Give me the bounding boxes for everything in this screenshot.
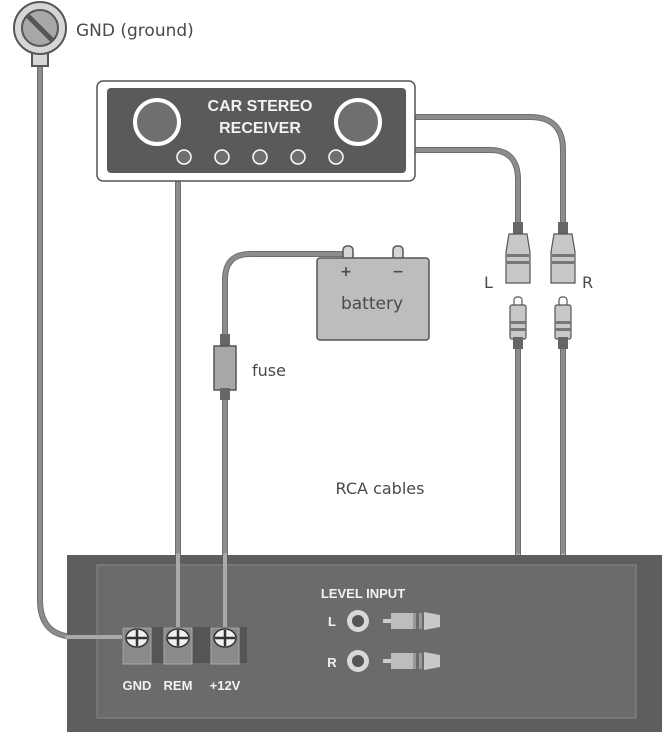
receiver-title-line1: CAR STEREO	[208, 98, 313, 115]
power-wire	[222, 251, 348, 633]
battery-positive-sign: +	[340, 264, 352, 280]
receiver-buttons	[176, 149, 344, 165]
battery-negative-sign: −	[392, 264, 404, 280]
terminal-screw-rem	[163, 627, 193, 665]
ground-lug-icon	[13, 1, 67, 67]
ground-label: GND (ground)	[76, 21, 194, 41]
level-input-label: LEVEL INPUT	[321, 586, 405, 601]
rca-cable-left-upper	[409, 147, 521, 228]
terminal-label-rem: REM	[164, 678, 193, 693]
battery: + − battery	[316, 245, 430, 341]
level-input-jack-l	[347, 610, 369, 632]
rca-cables-label: RCA cables	[336, 479, 425, 498]
rca-plug-left-female	[505, 222, 531, 284]
terminal-label-gnd: GND	[123, 678, 152, 693]
receiver-button	[214, 149, 230, 165]
rca-left-label: L	[484, 273, 493, 292]
fuse	[213, 334, 237, 400]
level-input-channel-l: L	[328, 614, 336, 629]
receiver-button	[252, 149, 268, 165]
level-input-channel-r: R	[327, 655, 337, 670]
receiver-button	[176, 149, 192, 165]
fuse-label: fuse	[252, 361, 286, 380]
rca-cable-right-upper	[409, 114, 566, 228]
receiver-knob-right	[334, 98, 382, 146]
receiver-knob-left	[133, 98, 181, 146]
receiver-button	[290, 149, 306, 165]
rca-plug-left-male	[509, 296, 527, 349]
terminal-label-12v: +12V	[210, 678, 241, 693]
receiver-title-line2: RECEIVER	[219, 120, 301, 137]
level-input-plug-r	[383, 652, 440, 670]
level-input-jack-r	[347, 650, 369, 672]
rca-plug-right-male	[554, 296, 572, 349]
terminal-screw-12v	[210, 627, 240, 665]
battery-label: battery	[341, 294, 403, 314]
level-input-plug-l	[383, 612, 440, 630]
rca-plug-right-female	[550, 222, 576, 284]
terminal-screw-gnd	[122, 627, 152, 665]
rca-right-label: R	[582, 273, 593, 292]
car-stereo-receiver: CAR STEREO RECEIVER	[96, 80, 416, 182]
receiver-button	[328, 149, 344, 165]
terminal-block	[122, 627, 247, 665]
